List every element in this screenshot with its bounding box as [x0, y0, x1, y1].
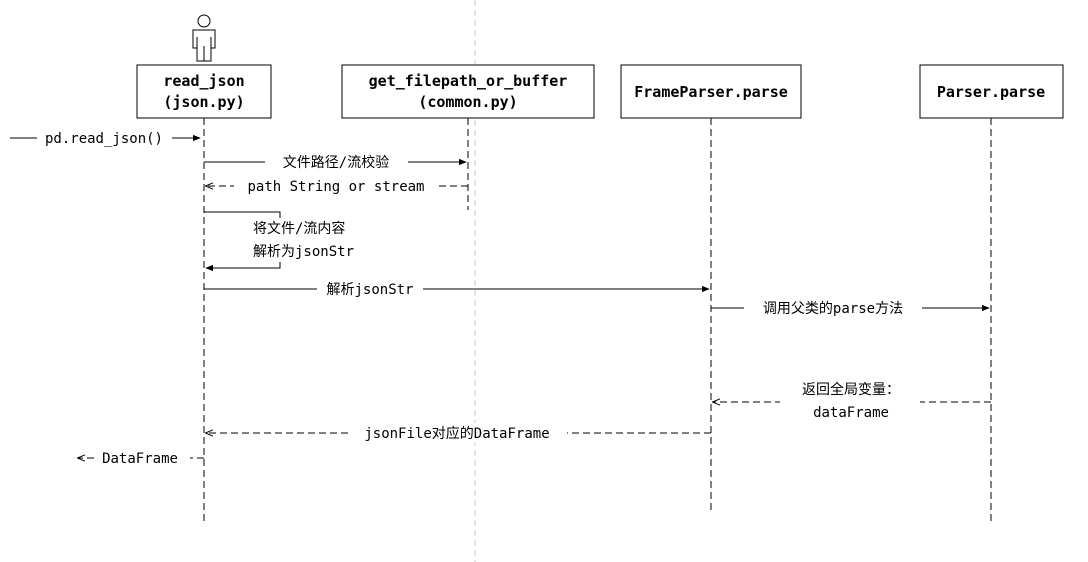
participant-name: get_filepath_or_buffer — [369, 72, 568, 90]
return-global-label-line1: 返回全局变量： — [802, 381, 900, 398]
exit-return-label: DataFrame — [102, 451, 178, 467]
self-parse-label-line2: 解析为jsonStr — [253, 244, 354, 260]
participant-name: FrameParser.parse — [634, 83, 788, 101]
participant-frameparser: FrameParser.parse — [620, 64, 802, 119]
entry-call-label: pd.read_json() — [45, 131, 163, 147]
parse-json-label: 解析jsonStr — [326, 282, 413, 298]
return-dataframe-label: jsonFile对应的DataFrame — [364, 425, 549, 442]
validate-path-label: 文件路径/流校验 — [283, 154, 389, 171]
call-parent-parse-label: 调用父类的parse方法 — [763, 301, 903, 317]
participant-name: Parser.parse — [937, 83, 1045, 101]
participant-read-json: read_json (json.py) — [136, 64, 272, 119]
path-return-label: path String or stream — [247, 179, 424, 195]
participant-get-filepath: get_filepath_or_buffer (common.py) — [341, 64, 595, 119]
participant-parser: Parser.parse — [919, 64, 1064, 119]
participant-subtitle: (common.py) — [418, 93, 517, 111]
self-parse-label-line1: 将文件/流内容 — [253, 220, 345, 237]
actor-icon — [192, 14, 216, 62]
participant-name: read_json — [163, 72, 244, 90]
participant-subtitle: (json.py) — [163, 93, 244, 111]
return-global-label-line2: dataFrame — [813, 405, 889, 421]
